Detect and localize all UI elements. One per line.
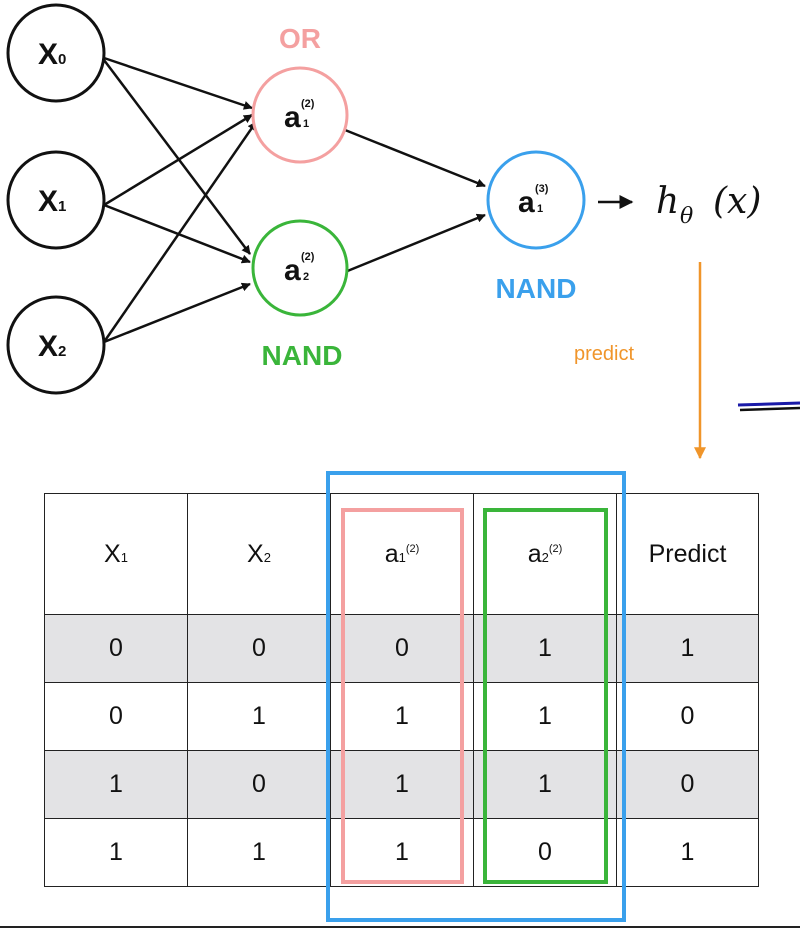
edges-hidden-output (344, 128, 486, 274)
gate-label-or: OR (279, 23, 321, 54)
svg-text:1: 1 (303, 118, 309, 130)
header-a2: a2(2) (473, 493, 617, 615)
table-cell: 1 (187, 818, 331, 887)
table-row: 1 1 1 0 1 (44, 818, 759, 887)
table-cell: 0 (473, 818, 617, 887)
table-cell: 1 (330, 682, 474, 751)
header-x2: X2 (187, 493, 331, 615)
table-cell: 0 (330, 614, 474, 683)
edge-a1-out (344, 128, 486, 188)
edge-x0-a2 (103, 59, 251, 255)
svg-text:(2): (2) (301, 251, 315, 263)
hidden-node-a1: a (2) 1 (251, 66, 349, 164)
edge-x0-a1 (103, 56, 253, 110)
header-x1: X1 (44, 493, 188, 615)
table-cell: 1 (187, 682, 331, 751)
table-cell: 1 (473, 614, 617, 683)
header-predict: Predict (616, 493, 759, 615)
table-cell: 0 (616, 750, 759, 819)
svg-text:1: 1 (537, 203, 543, 215)
edge-a2-out (344, 213, 486, 274)
table-cell: 1 (473, 682, 617, 751)
svg-text:h: h (656, 181, 679, 222)
table-cell: 0 (44, 614, 188, 683)
predict-label: predict (574, 343, 634, 365)
svg-text:(2): (2) (301, 98, 315, 110)
edges-input-hidden (102, 56, 258, 344)
gate-label-nand-hidden: NAND (262, 340, 343, 371)
table-header-row: X1 X2 a1(2) a2(2) Predict (44, 493, 759, 615)
hidden-layer-highlight-box (326, 471, 626, 922)
table-cell: 1 (44, 750, 188, 819)
truth-table: X1 X2 a1(2) a2(2) Predict 0 0 0 1 1 0 1 … (44, 493, 759, 887)
edge-x2-a1 (102, 121, 258, 343)
svg-text:X1: X1 (38, 185, 66, 218)
hypothesis-label: h θ (x) (656, 181, 761, 229)
svg-text:(x): (x) (713, 181, 761, 222)
svg-text:a: a (284, 101, 301, 134)
table-row: 1 0 1 1 0 (44, 750, 759, 819)
table-cell: 1 (616, 614, 759, 683)
table-cell: 0 (187, 750, 331, 819)
table-row: 0 0 0 1 1 (44, 614, 759, 683)
edge-x1-a2 (103, 203, 251, 264)
input-node-x2: X2 (6, 295, 106, 395)
svg-text:X2: X2 (38, 330, 66, 363)
or-column-highlight-box (341, 508, 464, 884)
header-a1: a1(2) (330, 493, 474, 615)
svg-text:a: a (518, 186, 535, 219)
edge-x1-a1 (103, 113, 253, 207)
table-cell: 0 (44, 682, 188, 751)
input-node-x0: X0 (6, 3, 106, 103)
table-cell: 1 (473, 750, 617, 819)
table-cell: 1 (616, 818, 759, 887)
svg-text:a: a (284, 254, 301, 287)
table-cell: 0 (616, 682, 759, 751)
svg-text:θ: θ (680, 204, 693, 229)
table-cell: 1 (44, 818, 188, 887)
table-cell: 0 (187, 614, 331, 683)
table-cell: 1 (330, 818, 474, 887)
edge-x2-a2 (103, 282, 251, 344)
svg-text:2: 2 (303, 271, 309, 283)
hidden-node-a2: a (2) 2 (251, 219, 349, 317)
svg-text:(3): (3) (535, 183, 549, 195)
output-node-a3: a (3) 1 (486, 150, 586, 250)
input-node-x1: X1 (6, 150, 106, 250)
hand-drawn-mark (737, 401, 800, 412)
gate-label-nand-output: NAND (496, 273, 577, 304)
svg-text:X0: X0 (38, 38, 66, 71)
nand-column-highlight-box (483, 508, 608, 884)
